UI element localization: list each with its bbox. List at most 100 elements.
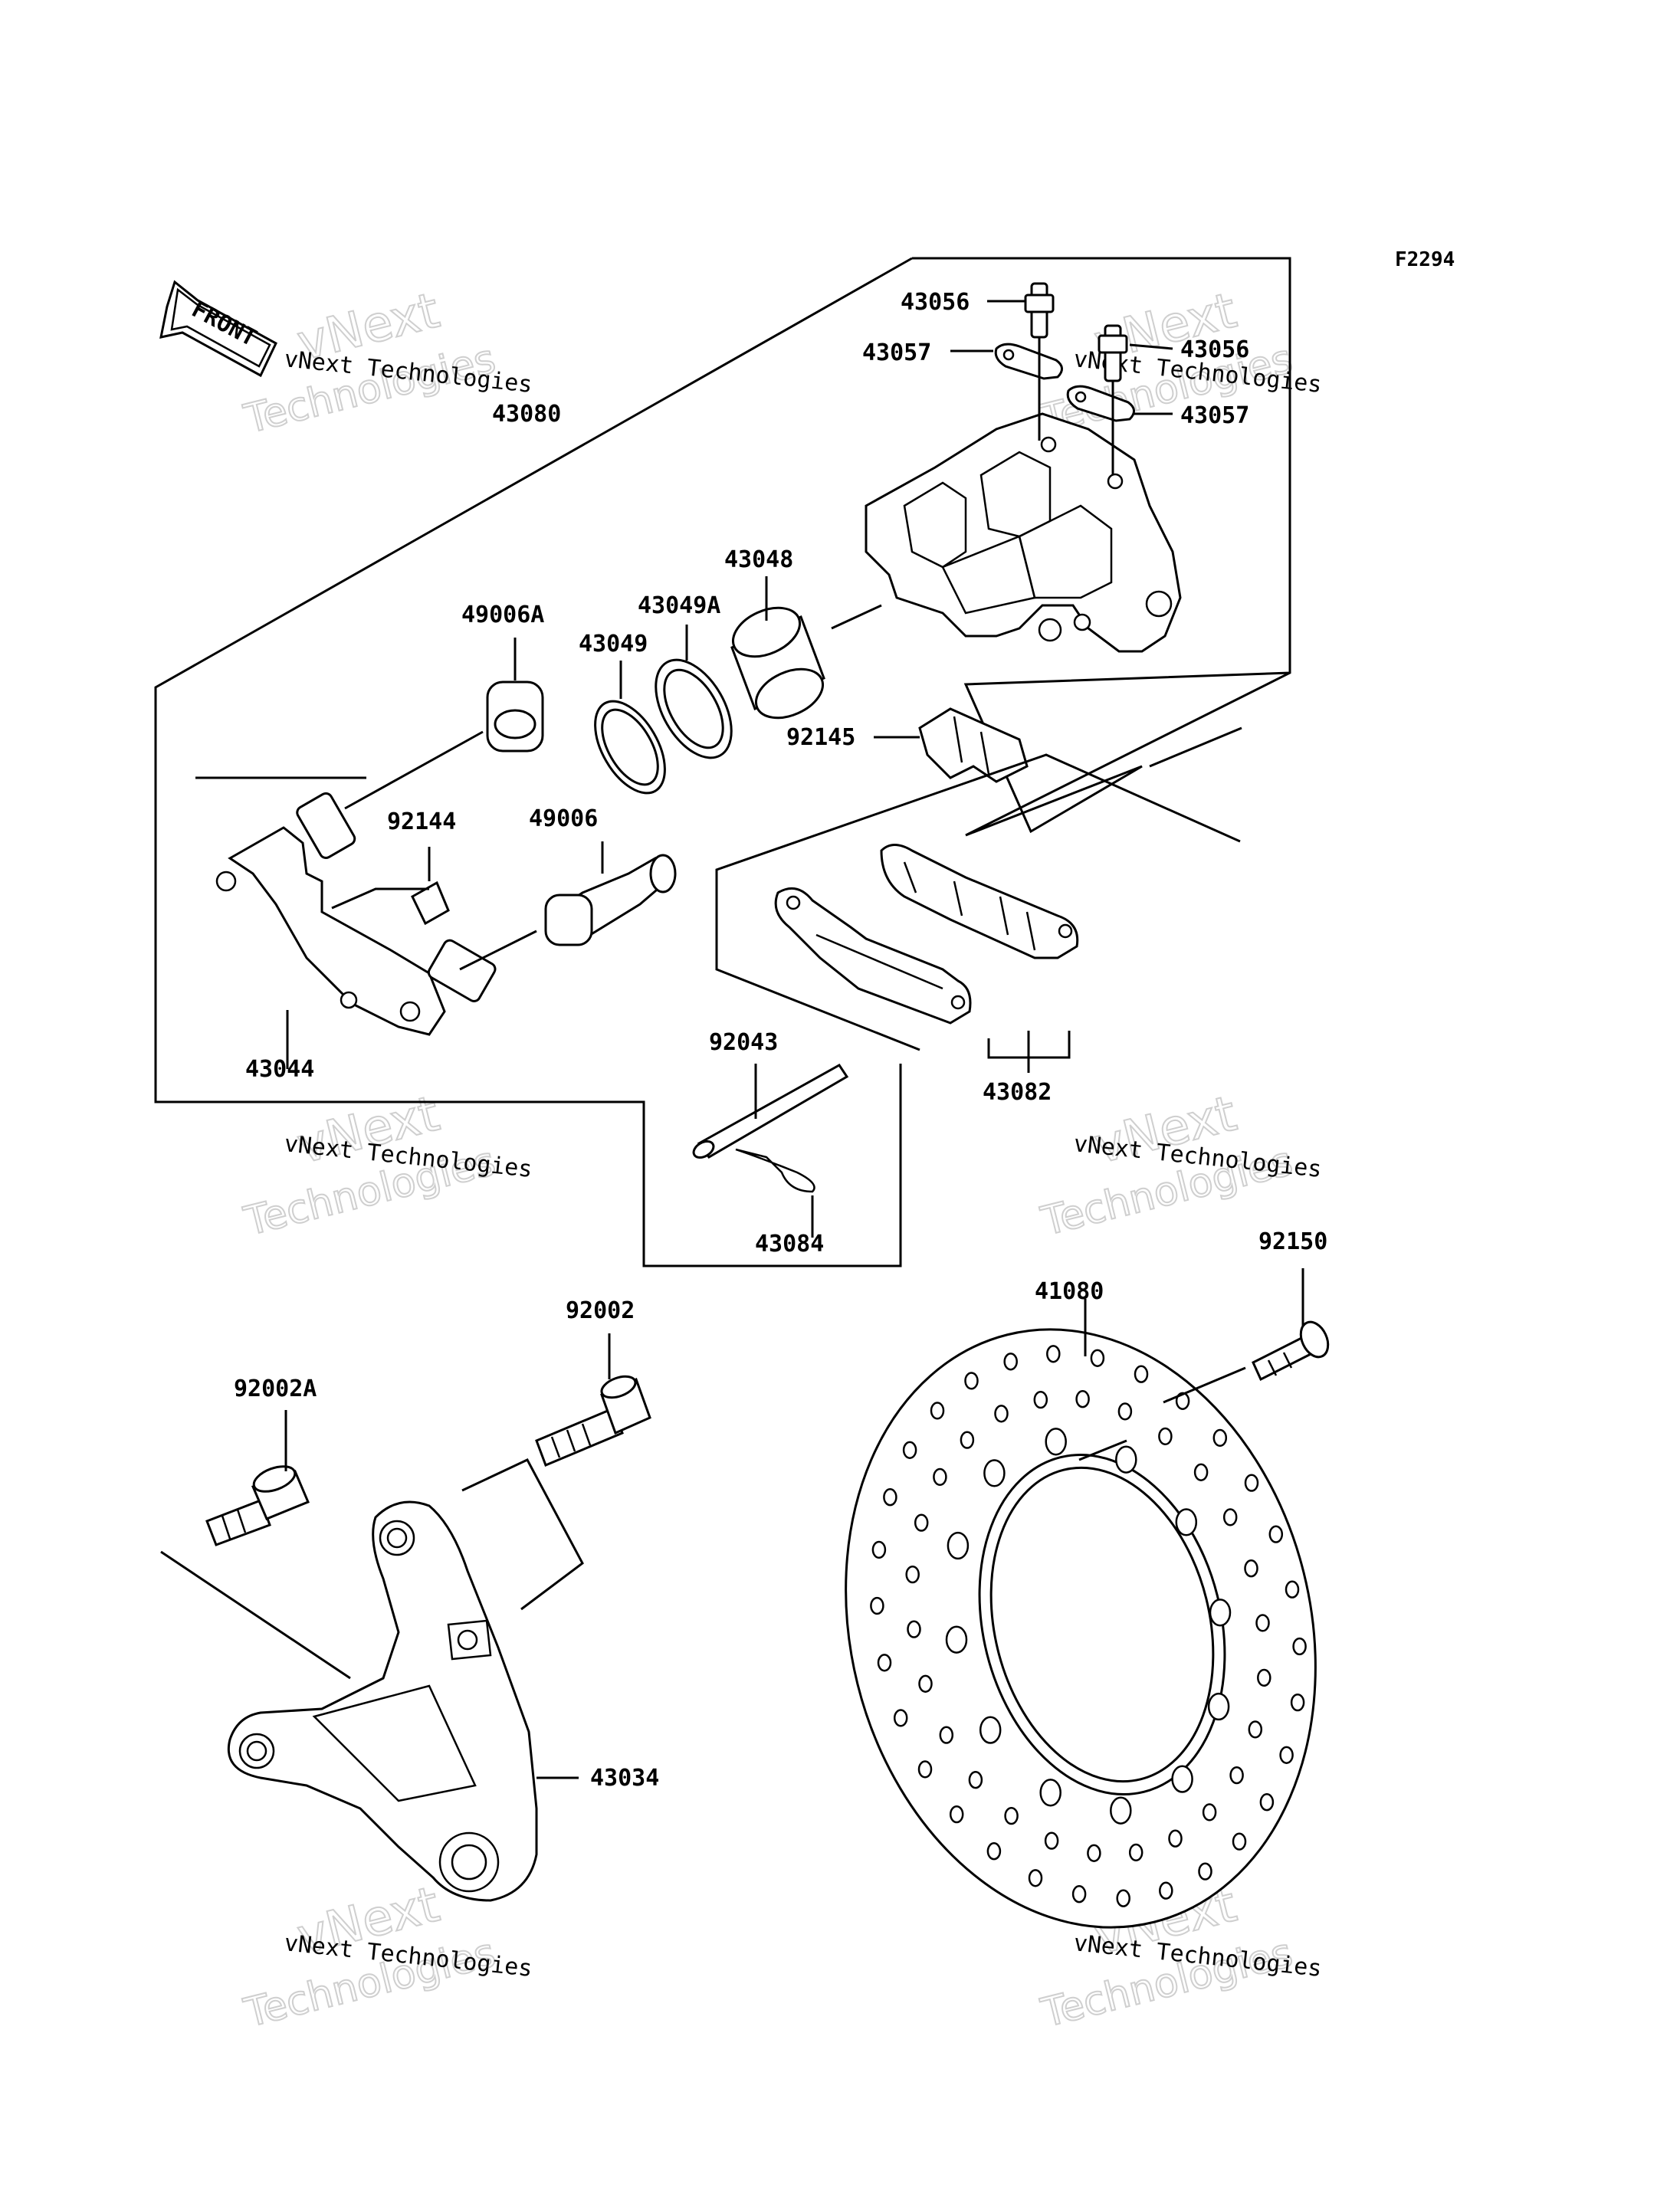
disc-middle-hole [1044,1831,1059,1850]
disc-outer-hole [930,1402,945,1420]
label-92002A[interactable]: 92002A [234,1376,317,1402]
brake-pad-front [774,887,972,1025]
label-43057-a[interactable]: 43057 [862,339,931,366]
label-43082[interactable]: 43082 [983,1079,1052,1106]
disc-middle-hole [1222,1508,1238,1526]
disc-mount-hole [1039,1779,1061,1807]
label-92043[interactable]: 92043 [709,1029,778,1056]
label-43049[interactable]: 43049 [579,631,648,657]
disc-middle-hole [994,1405,1009,1423]
disc-mount-hole [1175,1508,1198,1536]
disc-outer-hole [949,1805,964,1824]
diagram-ref-code: F2294 [1395,248,1455,271]
disc-middle-hole [914,1513,929,1532]
disc-middle-hole [1229,1766,1244,1785]
label-43056-a[interactable]: 43056 [901,289,970,316]
disc-middle-hole [1244,1559,1258,1578]
front-arrow-icon: FRONT [159,280,277,378]
label-43048[interactable]: 43048 [724,546,793,573]
disc-middle-hole [1158,1427,1173,1446]
disc-outer-hole [1279,1746,1294,1764]
disc-middle-hole [918,1674,933,1693]
label-43057-b[interactable]: 43057 [1180,402,1249,429]
disc-middle-hole [939,1726,954,1744]
brake-disc [845,1328,1317,1929]
label-43080[interactable]: 43080 [492,401,561,428]
disc-bolt [1252,1320,1330,1382]
disc-outer-hole [1285,1580,1300,1599]
disc-outer-hole [1268,1525,1284,1543]
label-92002[interactable]: 92002 [566,1297,635,1324]
piston [730,606,825,720]
disc-middle-hole [1128,1843,1144,1862]
disc-outer-hole [1046,1345,1061,1363]
label-49006[interactable]: 49006 [529,805,598,832]
watermark-middle-right: vNext Technologies vNext Technologies [1036,1084,1323,1245]
label-92145[interactable]: 92145 [786,724,855,751]
disc-outer-hole [964,1372,979,1390]
disc-outer-hole [1134,1365,1149,1383]
disc-mount-hole [1110,1796,1132,1825]
disc-middle-hole [1075,1390,1090,1408]
disc-outer-hole [870,1596,884,1615]
disc-middle-hole [960,1431,975,1449]
bracket-bolt [205,1465,310,1546]
disc-outer-hole [1198,1862,1212,1881]
disc-outer-hole [893,1709,908,1727]
boot-a [486,680,544,753]
piston-seal-a [655,658,733,759]
disc-outer-hole [986,1842,1002,1861]
disc-mount-hole [1207,1692,1230,1721]
disc-outer-hole [1090,1349,1105,1367]
label-92150[interactable]: 92150 [1258,1228,1327,1255]
piston-seal [594,700,666,795]
disc-outer-hole [902,1441,917,1459]
valve-cap-left [994,343,1063,380]
disc-outer-hole [883,1488,897,1507]
disc-outer-hole [1259,1793,1275,1812]
pad-pin [692,1064,849,1159]
label-41080[interactable]: 41080 [1035,1278,1104,1305]
label-43084[interactable]: 43084 [755,1231,824,1258]
valve-cap-right [1066,385,1135,422]
label-43049A[interactable]: 43049A [638,592,720,619]
disc-mount-hole [945,1625,968,1654]
label-43056-b[interactable]: 43056 [1180,336,1249,363]
disc-outer-hole [1028,1869,1043,1887]
caliper-bracket [215,792,497,1036]
disc-middle-hole [1004,1806,1019,1825]
disc-mount-hole [1115,1445,1137,1474]
pin-clip [735,1148,815,1193]
boot [544,854,677,946]
caliper-body [865,412,1182,653]
pad-spring [918,707,1029,783]
caliper-bolt [535,1375,651,1467]
disc-mount-hole [1171,1765,1193,1793]
disc-mount-hole [979,1716,1002,1744]
disc-middle-hole [1257,1668,1271,1687]
brake-pad-rear [880,844,1079,959]
retaining-clip [411,880,450,926]
disc-outer-hole [1232,1832,1247,1851]
disc-mount-hole [947,1531,970,1560]
disc-outer-hole [1003,1353,1018,1371]
disc-outer-hole [1116,1889,1130,1907]
caliper-assembly-outline [912,257,1291,837]
label-92144[interactable]: 92144 [387,808,456,835]
label-49006A[interactable]: 49006A [461,602,544,628]
bleed-valve-left [1024,282,1055,339]
disc-middle-hole [1117,1402,1133,1421]
disc-middle-hole [1248,1720,1263,1739]
disc-outer-hole [1292,1637,1307,1656]
label-43044[interactable]: 43044 [245,1056,314,1083]
disc-middle-hole [905,1565,920,1584]
disc-middle-hole [1168,1829,1183,1848]
watermark-top-left: vNext Technologies vNext Technologies [239,281,533,443]
label-43034[interactable]: 43034 [590,1765,659,1792]
disc-middle-hole [968,1771,983,1789]
pad-group-outline [715,753,1241,1051]
disc-outer-hole [1244,1474,1259,1492]
rear-caliper-bracket [227,1500,538,1902]
watermark-middle-left: vNext Technologies vNext Technologies [239,1084,533,1245]
